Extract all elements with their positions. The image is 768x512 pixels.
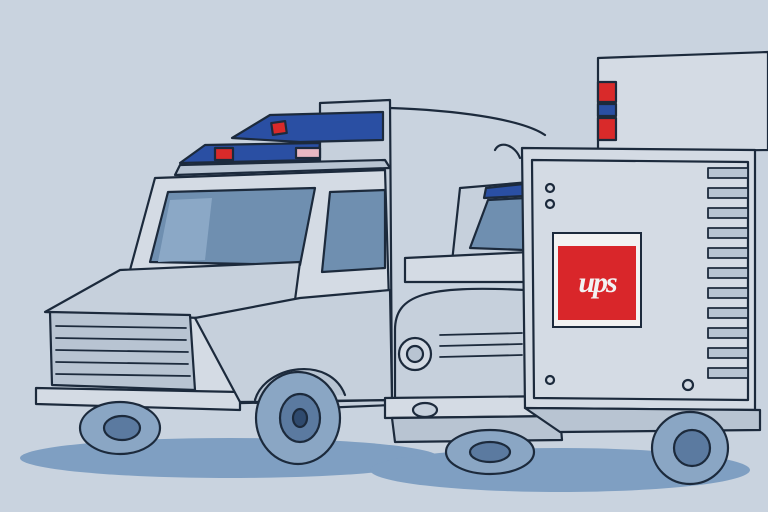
left-truck-red-light-2 <box>270 119 288 137</box>
left-truck-windshield-glare <box>158 198 212 262</box>
left-truck-rear-hub-center <box>291 407 309 429</box>
right-truck-rear-light-blue <box>596 102 618 118</box>
right-truck-chassis <box>523 406 762 434</box>
delivery-truck-icon <box>34 98 394 466</box>
left-truck-pink-light <box>294 146 322 160</box>
logo-sign-background <box>558 246 636 320</box>
right-truck-bolt-2 <box>544 198 556 210</box>
left-truck-roof <box>173 158 392 177</box>
left-truck-side-panel <box>193 288 394 404</box>
right-truck-fog-light <box>411 401 439 419</box>
right-truck-hood-top <box>403 250 534 284</box>
right-truck-bolt-3 <box>544 374 556 386</box>
right-truck-headlight-inner <box>405 344 425 364</box>
right-truck-rear-light-2 <box>596 116 618 142</box>
right-truck-rear-box <box>596 50 768 154</box>
right-truck-hose <box>388 106 547 137</box>
right-truck-hose-2 <box>493 143 522 160</box>
right-truck-front-hub <box>468 440 512 464</box>
right-truck-vents <box>707 167 749 379</box>
right-truck-rear-light-1 <box>596 80 618 104</box>
right-truck-bolt-1 <box>544 182 556 194</box>
left-truck-side-window <box>320 188 387 274</box>
right-truck-bolt-4 <box>681 378 695 392</box>
left-truck-light-bar <box>230 110 385 144</box>
left-truck-grille-slats <box>55 325 191 377</box>
logo-sign-icon: ups <box>552 232 642 328</box>
right-truck-grille-lines <box>439 332 523 358</box>
right-truck-rear-hub <box>672 428 712 468</box>
logo-sign-text: ups <box>578 266 617 299</box>
left-truck-front-hub <box>102 414 142 442</box>
left-truck-bumper <box>34 386 242 412</box>
left-truck-red-light-1 <box>213 146 235 162</box>
